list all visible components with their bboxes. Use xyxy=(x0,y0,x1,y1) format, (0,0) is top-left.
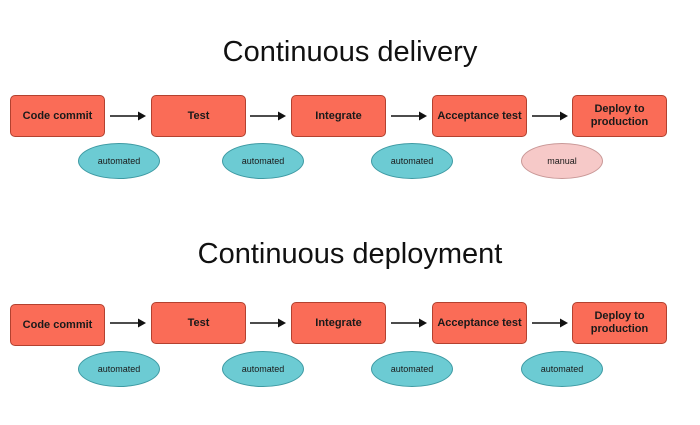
step-acceptance-test: Acceptance test xyxy=(432,302,527,344)
arrow-right-icon xyxy=(391,318,427,328)
step-integrate: Integrate xyxy=(291,302,386,344)
tag-automated: automated xyxy=(371,351,453,387)
arrow-right-icon xyxy=(532,318,568,328)
step-test: Test xyxy=(151,95,246,137)
step-acceptance-test: Acceptance test xyxy=(432,95,527,137)
arrow-right-icon xyxy=(532,111,568,121)
step-deploy-to-production: Deploy to production xyxy=(572,95,667,137)
arrow-right-icon xyxy=(110,318,146,328)
step-code-commit: Code commit xyxy=(10,95,105,137)
step-test: Test xyxy=(151,302,246,344)
tag-automated: automated xyxy=(78,351,160,387)
pipeline-title-delivery: Continuous delivery xyxy=(222,36,478,68)
tag-manual: manual xyxy=(521,143,603,179)
arrow-right-icon xyxy=(250,111,286,121)
pipeline-title-deployment: Continuous deployment xyxy=(197,238,503,270)
arrow-right-icon xyxy=(391,111,427,121)
tag-automated: automated xyxy=(222,351,304,387)
arrow-right-icon xyxy=(250,318,286,328)
step-code-commit: Code commit xyxy=(10,304,105,346)
tag-automated: automated xyxy=(521,351,603,387)
tag-automated: automated xyxy=(78,143,160,179)
tag-automated: automated xyxy=(222,143,304,179)
step-integrate: Integrate xyxy=(291,95,386,137)
tag-automated: automated xyxy=(371,143,453,179)
step-deploy-to-production: Deploy to production xyxy=(572,302,667,344)
arrow-right-icon xyxy=(110,111,146,121)
